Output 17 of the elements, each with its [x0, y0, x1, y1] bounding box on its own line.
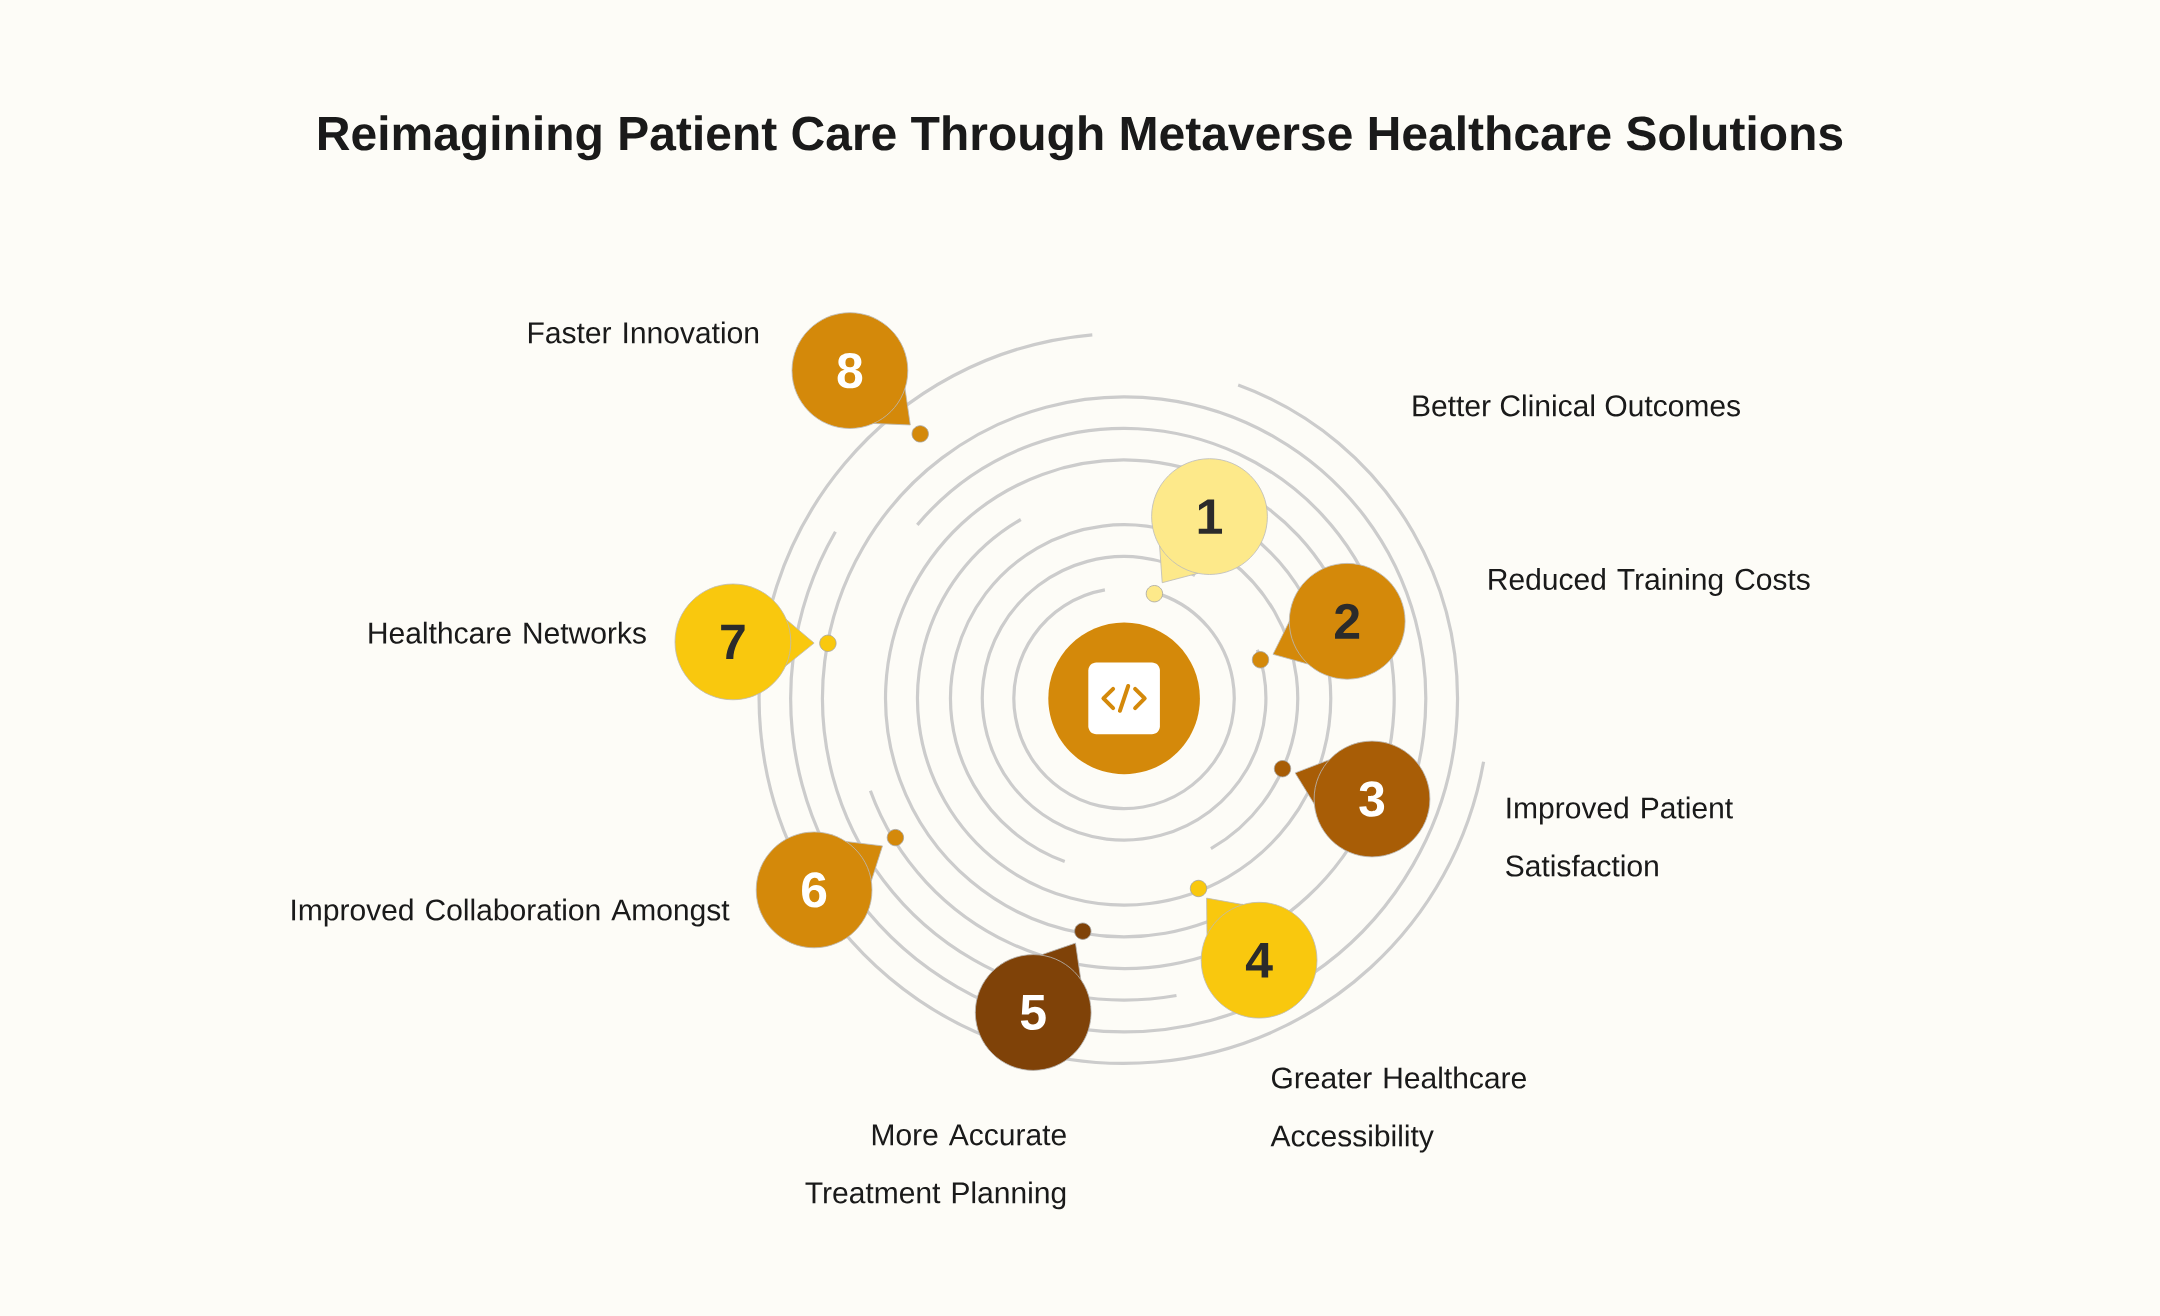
item-label: Faster Innovation [529, 321, 759, 344]
title: Reimagining Patient Care Through Metaverse Healthcare Solutions [319, 115, 1843, 161]
speech-bubble: 1 [1151, 458, 1268, 584]
item-label: Improved Collaboration Amongst [292, 898, 730, 927]
speech-bubble: 3 [1294, 740, 1431, 858]
item-label: More Accurate Treatment Planning [805, 1124, 1066, 1210]
item-label: Improved Patient Satisfaction [1506, 796, 1733, 877]
speech-bubble: 4 [1200, 897, 1318, 1019]
speech-bubble: 5 [974, 942, 1092, 1071]
item-label: Healthcare Networks [369, 621, 646, 644]
item-label: Reduced Training Costs [1489, 568, 1810, 596]
speech-bubble: 7 [674, 583, 815, 701]
speech-bubble: 2 [1272, 563, 1406, 680]
speech-bubble: 8 [791, 312, 911, 429]
item-label: Greater Healthcare Accessibility [1270, 1066, 1526, 1153]
speech-bubble: 6 [755, 831, 883, 949]
item-label: Better Clinical Outcomes [1413, 394, 1740, 417]
